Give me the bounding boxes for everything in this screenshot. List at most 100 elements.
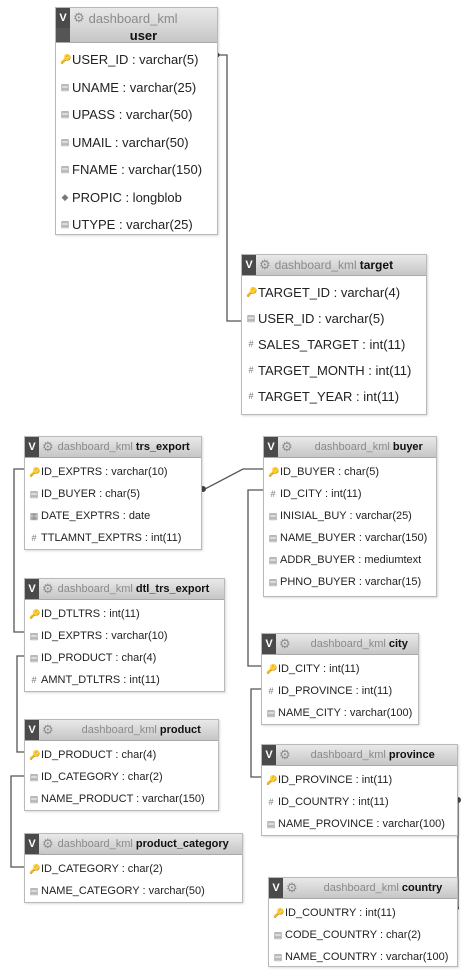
table-header[interactable]: V ⚙ dashboard_kml user — [56, 8, 217, 43]
column-label: TARGET_YEAR : int(11) — [258, 388, 400, 404]
column-row[interactable]: #ID_CITY : int(11) — [264, 483, 436, 505]
collapse-toggle[interactable]: V — [25, 834, 39, 854]
column-row[interactable]: #ID_COUNTRY : int(11) — [262, 791, 457, 813]
table-header[interactable]: V ⚙ dashboard_kml province — [262, 745, 457, 766]
column-row[interactable]: ▤NAME_BUYER : varchar(150) — [264, 527, 436, 549]
number-field-icon: # — [268, 686, 274, 696]
column-row[interactable]: ▤NAME_CITY : varchar(100) — [262, 702, 418, 724]
column-row[interactable]: ▤ID_CATEGORY : char(2) — [25, 766, 218, 788]
collapse-toggle[interactable]: V — [242, 255, 256, 275]
collapse-toggle[interactable]: V — [56, 8, 70, 28]
column-row[interactable]: 🔑ID_CATEGORY : char(2) — [25, 858, 242, 880]
gear-icon[interactable]: ⚙ — [42, 722, 54, 737]
column-row[interactable]: ▤UPASS : varchar(50) — [56, 101, 217, 129]
table-name: dtl_trs_export — [135, 583, 210, 595]
column-row[interactable]: ▤NAME_CATEGORY : varchar(50) — [25, 880, 242, 902]
number-field-icon: # — [31, 533, 37, 543]
column-row[interactable]: ▤NAME_PROVINCE : varchar(100) — [262, 813, 457, 835]
table-header[interactable]: V ⚙ dashboard_kml product_category — [25, 834, 242, 855]
column-row[interactable]: 🔑ID_CITY : int(11) — [262, 658, 418, 680]
text-field-icon: ▤ — [60, 164, 70, 175]
table-city[interactable]: V ⚙ dashboard_kml city 🔑ID_CITY : int(11… — [261, 633, 419, 725]
collapse-toggle[interactable]: V — [262, 634, 276, 654]
column-row[interactable]: 🔑ID_PRODUCT : char(4) — [25, 744, 218, 766]
column-row[interactable]: 🔑TARGET_ID : varchar(4) — [242, 279, 426, 305]
collapse-toggle[interactable]: V — [262, 745, 276, 765]
column-row[interactable]: ▤UNAME : varchar(25) — [56, 74, 217, 102]
table-dtl-trs-export[interactable]: V ⚙ dashboard_kml dtl_trs_export 🔑ID_DTL… — [24, 578, 225, 692]
column-row[interactable]: ▤UTYPE : varchar(25) — [56, 211, 217, 239]
table-header[interactable]: V ⚙ dashboard_kml dtl_trs_export — [25, 579, 224, 600]
column-row[interactable]: ▤USER_ID : varchar(5) — [242, 305, 426, 331]
table-name: trs_export — [135, 441, 190, 453]
table-name: country — [401, 882, 443, 894]
collapse-toggle[interactable]: V — [25, 437, 39, 457]
gear-icon[interactable]: ⚙ — [42, 581, 54, 596]
column-row[interactable]: #AMNT_DTLTRS : int(11) — [25, 669, 224, 691]
gear-icon[interactable]: ⚙ — [279, 636, 291, 651]
column-label: ID_CITY : int(11) — [278, 663, 360, 675]
table-header[interactable]: V ⚙ dashboard_kml country — [269, 878, 457, 899]
table-name: province — [388, 749, 435, 761]
column-label: ID_PRODUCT : char(4) — [41, 652, 157, 664]
table-province[interactable]: V ⚙ dashboard_kml province 🔑ID_PROVINCE … — [261, 744, 458, 836]
column-row[interactable]: ▤CODE_COUNTRY : char(2) — [269, 924, 457, 946]
table-product-category[interactable]: V ⚙ dashboard_kml product_category 🔑ID_C… — [24, 833, 243, 903]
collapse-toggle[interactable]: V — [25, 720, 39, 740]
column-label: PROPIC : longblob — [72, 189, 182, 205]
table-product[interactable]: V ⚙ dashboard_kml product 🔑ID_PRODUCT : … — [24, 719, 219, 811]
column-row[interactable]: ▤PHNO_BUYER : varchar(15) — [264, 571, 436, 593]
gear-icon[interactable]: ⚙ — [73, 10, 85, 25]
column-row[interactable]: #SALES_TARGET : int(11) — [242, 331, 426, 357]
column-row[interactable]: #ID_PROVINCE : int(11) — [262, 680, 418, 702]
table-header[interactable]: V ⚙ dashboard_kml city — [262, 634, 418, 655]
column-label: UTYPE : varchar(25) — [72, 217, 193, 233]
table-buyer[interactable]: V ⚙ dashboard_kml buyer 🔑ID_BUYER : char… — [263, 436, 437, 597]
column-row[interactable]: #TARGET_YEAR : int(11) — [242, 383, 426, 409]
table-user[interactable]: V ⚙ dashboard_kml user 🔑USER_ID : varcha… — [55, 7, 218, 235]
column-row[interactable]: ▤INISIAL_BUY : varchar(25) — [264, 505, 436, 527]
column-row[interactable]: 🔑ID_COUNTRY : int(11) — [269, 902, 457, 924]
column-row[interactable]: ▤ID_PRODUCT : char(4) — [25, 647, 224, 669]
column-row[interactable]: ◆PROPIC : longblob — [56, 184, 217, 212]
table-header[interactable]: V ⚙ dashboard_kml target — [242, 255, 426, 276]
text-field-icon: ▤ — [29, 488, 39, 499]
column-row[interactable]: ▤NAME_COUNTRY : varchar(100) — [269, 946, 457, 968]
column-row[interactable]: ▤UMAIL : varchar(50) — [56, 129, 217, 157]
table-header[interactable]: V ⚙ dashboard_kml product — [25, 720, 218, 741]
text-field-icon: ▤ — [268, 576, 278, 587]
column-row[interactable]: #TARGET_MONTH : int(11) — [242, 357, 426, 383]
column-row[interactable]: ▤ID_BUYER : char(5) — [25, 483, 201, 505]
column-label: NAME_BUYER : varchar(150) — [280, 532, 428, 544]
gear-icon[interactable]: ⚙ — [259, 257, 271, 272]
column-row[interactable]: ▤NAME_PRODUCT : varchar(150) — [25, 788, 218, 810]
table-header[interactable]: V ⚙ dashboard_kml buyer — [264, 437, 436, 458]
table-country[interactable]: V ⚙ dashboard_kml country 🔑ID_COUNTRY : … — [268, 877, 458, 967]
collapse-toggle[interactable]: V — [25, 579, 39, 599]
column-row[interactable]: 🔑ID_PROVINCE : int(11) — [262, 769, 457, 791]
table-target[interactable]: V ⚙ dashboard_kml target 🔑TARGET_ID : va… — [241, 254, 427, 415]
column-row[interactable]: ▦DATE_EXPTRS : date — [25, 505, 201, 527]
column-row[interactable]: ▤FNAME : varchar(150) — [56, 156, 217, 184]
column-row[interactable]: 🔑ID_DTLTRS : int(11) — [25, 603, 224, 625]
table-header[interactable]: V ⚙ dashboard_kml trs_export — [25, 437, 201, 458]
gear-icon[interactable]: ⚙ — [42, 439, 54, 454]
collapse-toggle[interactable]: V — [269, 878, 283, 898]
gear-icon[interactable]: ⚙ — [279, 747, 291, 762]
gear-icon[interactable]: ⚙ — [42, 836, 54, 851]
gear-icon[interactable]: ⚙ — [281, 439, 293, 454]
schema-name: dashboard_kml — [88, 10, 178, 26]
column-row[interactable]: ▤ADDR_BUYER : mediumtext — [264, 549, 436, 571]
relation-province-city — [250, 688, 261, 778]
column-row[interactable]: #TTLAMNT_EXPTRS : int(11) — [25, 527, 201, 549]
table-trs-export[interactable]: V ⚙ dashboard_kml trs_export 🔑ID_EXPTRS … — [24, 436, 202, 550]
text-field-icon: ▤ — [273, 929, 283, 940]
column-label: ID_COUNTRY : int(11) — [285, 907, 396, 919]
column-row[interactable]: 🔑ID_EXPTRS : varchar(10) — [25, 461, 201, 483]
column-row[interactable]: 🔑ID_BUYER : char(5) — [264, 461, 436, 483]
column-label: USER_ID : varchar(5) — [258, 310, 385, 326]
column-row[interactable]: ▤ID_EXPTRS : varchar(10) — [25, 625, 224, 647]
collapse-toggle[interactable]: V — [264, 437, 278, 457]
gear-icon[interactable]: ⚙ — [286, 880, 298, 895]
column-row[interactable]: 🔑USER_ID : varchar(5) — [56, 46, 217, 74]
